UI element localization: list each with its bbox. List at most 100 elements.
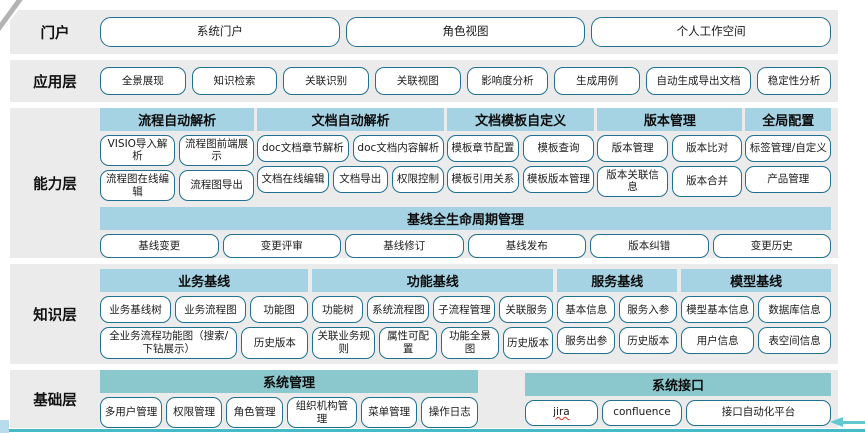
- capability-item: 模板引用关系: [447, 165, 519, 193]
- knowledge-item: 业务基线树: [100, 296, 171, 324]
- app-feature-box: 关联视图: [374, 67, 461, 95]
- knowledge-item: 表空间信息: [758, 327, 831, 355]
- capability-item: 流程图导出: [179, 170, 255, 202]
- arrow-shaft: [843, 420, 865, 424]
- knowledge-item: 功能全景图: [441, 327, 499, 359]
- portal-box: 个人工作空间: [591, 17, 832, 47]
- foundation-group-system-mgmt: 系统管理 多用户管理 权限管理 角色管理 组织机构管理 菜单管理 操作日志: [100, 369, 478, 429]
- app-feature-box: 自动生成导出文档: [645, 67, 751, 95]
- portal-box: 系统门户: [100, 17, 340, 47]
- layer-label-portal: 门户: [40, 25, 70, 42]
- corner-fold-decoration: [0, 0, 26, 34]
- app-feature-box: 生成用例: [554, 67, 640, 95]
- layer-label-foundation: 基础层: [33, 392, 77, 409]
- baseline-item: 版本纠错: [590, 234, 709, 259]
- foundation-item: 多用户管理: [100, 396, 162, 429]
- capability-group-template-custom: 文档模板自定义 模板章节配置 模板查询 模板引用关系 模板版本管理: [447, 107, 595, 201]
- knowledge-group-business-baseline: 业务基线 业务基线树 业务流程图 功能图 全业务流程功能图（搜索/下钻展示） 历…: [100, 269, 309, 359]
- layer-label-capability: 能力层: [33, 176, 77, 193]
- knowledge-item: 功能图: [249, 296, 309, 324]
- app-feature-box: 知识检索: [191, 67, 278, 95]
- arrowhead: [830, 417, 843, 427]
- layer-label-knowledge: 知识层: [33, 307, 77, 324]
- knowledge-item: 全业务流程功能图（搜索/下钻展示）: [100, 327, 238, 359]
- foundation-item: confluence: [601, 399, 682, 426]
- knowledge-item: 历史版本: [619, 327, 678, 355]
- jira-label: jira: [553, 406, 570, 419]
- knowledge-item: 服务出参: [557, 327, 616, 355]
- capability-item: 模板查询: [522, 134, 595, 162]
- capability-item: 模板章节配置: [447, 134, 519, 162]
- group-header: 服务基线: [557, 269, 678, 293]
- capability-item: 版本合并: [671, 165, 743, 197]
- layer-label-application: 应用层: [33, 74, 77, 91]
- capability-group-global-config: 全局配置 标签管理/自定义 产品管理: [745, 107, 831, 201]
- knowledge-item: 属性可配置: [379, 327, 437, 359]
- capability-group-version-mgmt: 版本管理 版本管理 版本比对 版本关联信息 版本合并: [597, 107, 743, 201]
- group-header: 流程自动解析: [100, 107, 255, 131]
- portal-box: 角色视图: [345, 17, 586, 47]
- knowledge-item: 关联业务规则: [312, 327, 376, 359]
- knowledge-item: 用户信息: [681, 327, 755, 355]
- knowledge-item: 服务入参: [619, 296, 678, 324]
- capability-item: 版本比对: [671, 134, 743, 162]
- knowledge-item: 数据库信息: [758, 296, 831, 324]
- capability-item: 权限控制: [391, 165, 445, 193]
- foundation-item: 权限管理: [165, 396, 223, 429]
- app-feature-box: 全景展现: [100, 67, 186, 95]
- foundation-item: 接口自动化平台: [686, 399, 831, 426]
- capability-item: 文档导出: [332, 165, 388, 193]
- bottom-left-accent-square: [0, 420, 9, 433]
- foundation-item: 菜单管理: [360, 396, 418, 429]
- group-header: 版本管理: [597, 107, 743, 131]
- baseline-item: 基线修订: [345, 234, 464, 259]
- capability-item: 文档在线编辑: [257, 165, 329, 193]
- group-header: 业务基线: [100, 269, 309, 293]
- capability-item: 版本关联信息: [597, 165, 668, 197]
- foundation-item: 操作日志: [421, 396, 478, 429]
- capability-group-doc-parse: 文档自动解析 doc文档章节解析 doc文档内容解析 文档在线编辑 文档导出 权…: [257, 107, 445, 201]
- app-feature-box: 稳定性分析: [757, 67, 831, 95]
- knowledge-item: 基本信息: [557, 296, 616, 324]
- knowledge-item: 历史版本: [241, 327, 309, 359]
- capability-group-process-parse: 流程自动解析 VISIO导入解析 流程图前端展示 流程图在线编辑 流程图导出: [100, 107, 255, 202]
- layer-band-portal: 门户 系统门户 角色视图 个人工作空间: [10, 10, 838, 54]
- capability-item: 流程图在线编辑: [100, 170, 176, 202]
- knowledge-item: 历史版本: [502, 327, 554, 359]
- foundation-item: 组织机构管理: [286, 396, 357, 429]
- layer-band-application: 应用层 全景展现 知识检索 关联识别 关联视图 影响度分析 生成用例 自动生成导…: [10, 60, 838, 102]
- knowledge-item: 功能树: [312, 296, 364, 324]
- knowledge-group-service-baseline: 服务基线 基本信息 服务入参 服务出参 历史版本: [557, 269, 678, 358]
- capability-item: 产品管理: [745, 165, 831, 193]
- foundation-item-jira: jira: [525, 399, 598, 426]
- knowledge-item: 子流程管理: [433, 296, 496, 324]
- capability-item: 流程图前端展示: [179, 134, 255, 166]
- foundation-item: 角色管理: [226, 396, 283, 429]
- capability-item: VISIO导入解析: [100, 134, 176, 166]
- capability-item: doc文档章节解析: [257, 134, 349, 162]
- knowledge-group-model-baseline: 模型基线 模型基本信息 数据库信息 用户信息 表空间信息: [681, 269, 831, 358]
- foundation-group-system-interface: 系统接口 jira confluence 接口自动化平台: [525, 372, 831, 426]
- capability-item: 标签管理/自定义: [745, 134, 831, 162]
- group-header: 全局配置: [745, 107, 831, 131]
- group-header: 模型基线: [681, 269, 831, 293]
- baseline-item: 变更历史: [712, 234, 831, 259]
- knowledge-item: 关联服务: [499, 296, 554, 324]
- knowledge-group-function-baseline: 功能基线 功能树 系统流程图 子流程管理 关联服务 关联业务规则 属性可配置 功…: [312, 269, 554, 359]
- capability-item: doc文档内容解析: [352, 134, 445, 162]
- capability-item: 模板版本管理: [522, 165, 595, 193]
- baseline-item: 基线发布: [467, 234, 586, 259]
- layer-band-knowledge: 知识层 业务基线 业务基线树 业务流程图 功能图 全业务流程功能图（搜索/下钻展…: [10, 264, 838, 364]
- bottom-accent-line: [0, 429, 865, 432]
- group-header: 文档自动解析: [257, 107, 445, 131]
- layer-band-foundation: 基础层 系统管理 多用户管理 权限管理 角色管理 组织机构管理 菜单管理 操作日…: [10, 369, 838, 429]
- arrow-left-icon: [830, 417, 865, 427]
- capability-item: 版本管理: [597, 134, 668, 162]
- group-header-baseline-lifecycle: 基线全生命周期管理: [100, 207, 831, 231]
- group-header: 功能基线: [312, 269, 554, 293]
- app-feature-box: 影响度分析: [466, 67, 549, 95]
- layer-band-capability: 能力层 流程自动解析 VISIO导入解析 流程图前端展示 流程图在线编辑 流程图…: [10, 107, 838, 259]
- baseline-item: 基线变更: [100, 234, 219, 259]
- group-header: 文档模板自定义: [447, 107, 595, 131]
